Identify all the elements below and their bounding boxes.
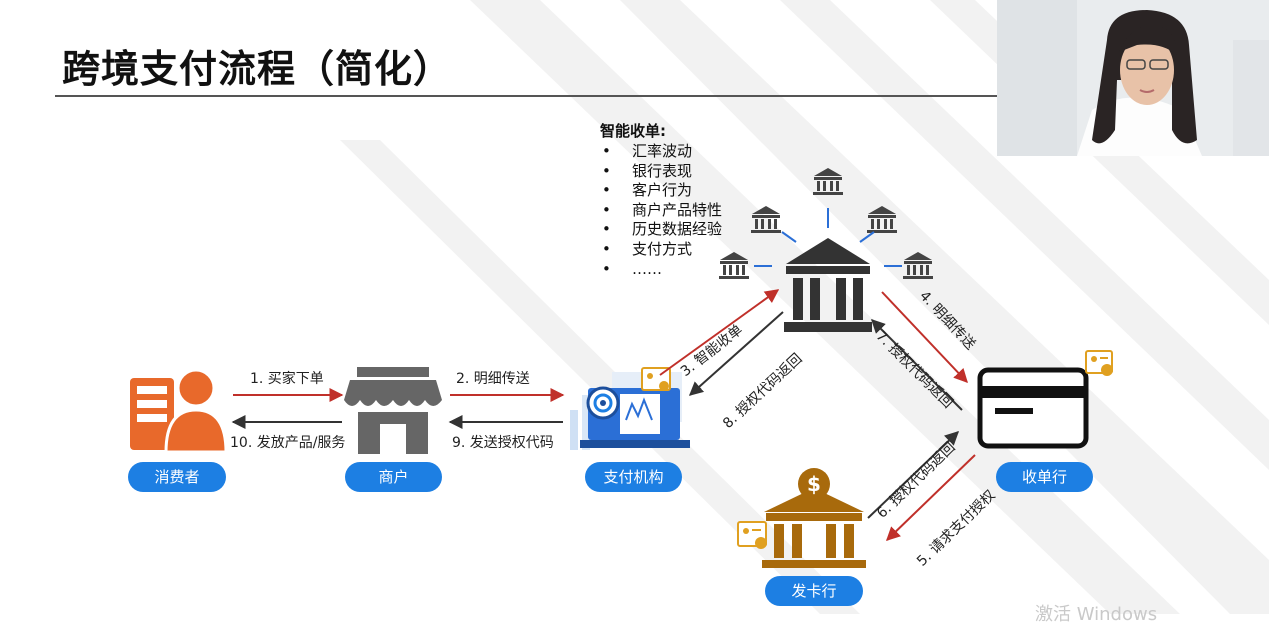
consumer-icon xyxy=(130,368,228,454)
node-consumer: 消费者 xyxy=(128,462,226,492)
list-item: 历史数据经验 xyxy=(600,220,722,240)
flow-10-label: 10. 发放产品/服务 xyxy=(230,435,346,451)
svg-text:$: $ xyxy=(807,472,821,496)
payment-institution-icon xyxy=(570,367,690,450)
node-payment-institution: 支付机构 xyxy=(585,462,682,492)
factor-list: 汇率波动 银行表现 客户行为 商户产品特性 历史数据经验 支付方式 …… xyxy=(600,142,722,279)
page-title: 跨境支付流程（简化） xyxy=(62,47,453,91)
list-item: 客户行为 xyxy=(600,181,722,201)
acquirer-card-icon xyxy=(977,367,1089,449)
bank-icon xyxy=(867,206,897,233)
bank-icon xyxy=(751,206,781,233)
title-underline xyxy=(55,95,997,97)
presenter-video-image xyxy=(997,0,1269,156)
list-item: 支付方式 xyxy=(600,240,722,260)
document-badge-icon xyxy=(1085,350,1113,376)
flow-1-label: 1. 买家下单 xyxy=(250,371,324,387)
smart-collection-list: 智能收单: 汇率波动 银行表现 客户行为 商户产品特性 历史数据经验 支付方式 … xyxy=(600,120,722,279)
list-item: 银行表现 xyxy=(600,162,722,182)
card-network-bank-icon xyxy=(784,238,872,332)
bank-icon xyxy=(813,168,843,195)
flow-8-arrow xyxy=(688,311,784,396)
node-acquirer: 收单行 xyxy=(996,462,1093,492)
flow-4-arrow xyxy=(881,291,968,384)
node-issuer: 发卡行 xyxy=(765,576,863,606)
node-merchant: 商户 xyxy=(345,462,442,492)
bank-icon xyxy=(719,252,749,279)
issuer-bank-icon: $ xyxy=(762,468,866,568)
bank-connector-lines xyxy=(754,208,902,267)
activation-watermark: 激活 Windows xyxy=(1035,604,1158,625)
bank-icon xyxy=(903,252,933,279)
list-item: 汇率波动 xyxy=(600,142,722,162)
flow-6-arrow xyxy=(867,431,960,519)
flow-2-label: 2. 明细传送 xyxy=(456,371,530,387)
document-badge-icon xyxy=(737,521,767,549)
flow-9-label: 9. 发送授权代码 xyxy=(452,435,554,451)
list-item: …… xyxy=(600,260,722,280)
flow-5-arrow xyxy=(885,454,976,541)
webcam-overlay xyxy=(997,0,1269,156)
flow-7-arrow xyxy=(871,319,963,411)
list-item: 商户产品特性 xyxy=(600,201,722,221)
smart-collection-heading: 智能收单: xyxy=(600,122,667,140)
merchant-store-icon xyxy=(344,367,442,454)
flow-3-arrow xyxy=(659,289,780,376)
